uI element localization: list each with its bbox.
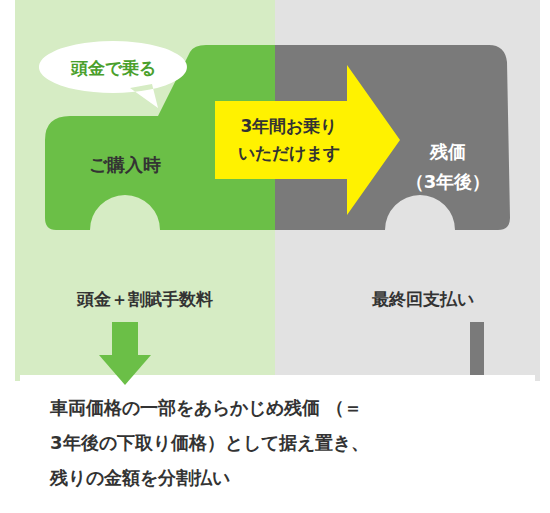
band-extension	[275, 321, 540, 381]
connector-bar	[470, 322, 484, 375]
explanation-box: 車両価格の一部をあらかじめ残価 （＝3年後の下取り価格）として据え置き、 残りの…	[20, 375, 535, 491]
node-label: 車両価格の一部をあらかじめ残価 （＝3年後の下取り価格）として据え置き、 残りの…	[50, 390, 490, 495]
down-arrow	[112, 322, 138, 355]
node-label: ご購入時	[65, 152, 185, 178]
speech-bubble: 頭金で乗る	[38, 40, 188, 96]
band-extension	[15, 321, 275, 381]
node-label: 残価 （3年後）	[395, 137, 501, 197]
node-label: 最終回支払い	[290, 286, 550, 312]
node-shape	[275, 45, 510, 265]
node-label: 頭金で乗る	[38, 55, 188, 81]
node-label: 3年間お乗り いただけます	[223, 113, 355, 167]
node-label: 頭金＋割賦手数料	[15, 286, 275, 312]
node-outline	[215, 65, 400, 215]
period-arrow: 3年間お乗り いただけます	[215, 65, 400, 215]
